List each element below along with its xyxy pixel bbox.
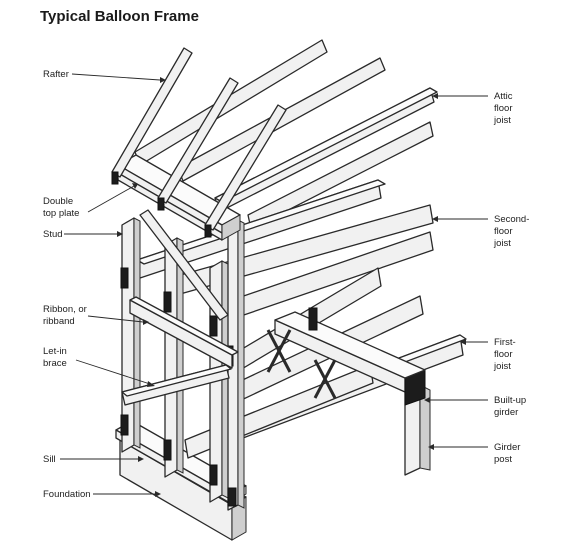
svg-text:floor: floor: [494, 226, 512, 237]
svg-text:Stud: Stud: [43, 229, 63, 240]
svg-text:Built-up: Built-up: [494, 395, 526, 406]
label-sill: Sill: [43, 454, 144, 465]
svg-text:floor: floor: [494, 349, 512, 360]
svg-text:Ribbon, or: Ribbon, or: [43, 304, 87, 315]
label-double-top-plate: Double top plate: [43, 183, 138, 219]
bridging: [266, 329, 337, 399]
svg-text:joist: joist: [493, 238, 511, 249]
svg-text:Double: Double: [43, 196, 73, 207]
svg-text:girder: girder: [494, 407, 518, 418]
label-ribbon: Ribbon, or ribband: [43, 304, 149, 327]
label-attic-floor-joist: Attic floor joist: [432, 91, 513, 126]
ribbon: [129, 296, 239, 369]
svg-text:floor: floor: [494, 103, 512, 114]
attic-floor-joists: [214, 87, 438, 230]
let-in-brace: [121, 364, 232, 406]
double-top-plate: [117, 154, 241, 241]
label-stud: Stud: [43, 229, 123, 240]
label-foundation: Foundation: [43, 489, 161, 500]
label-built-up-girder: Built-up girder: [424, 395, 526, 418]
svg-text:First-: First-: [494, 337, 516, 348]
svg-text:Let-in: Let-in: [43, 346, 67, 357]
label-girder-post: Girder post: [428, 442, 520, 465]
label-let-in-brace: Let-in brace: [43, 346, 155, 387]
label-rafter: Rafter: [43, 69, 166, 83]
svg-text:joist: joist: [493, 361, 511, 372]
let-in-brace-diagonal: [139, 209, 229, 321]
svg-text:joist: joist: [493, 115, 511, 126]
svg-text:Sill: Sill: [43, 454, 56, 465]
svg-text:Foundation: Foundation: [43, 489, 91, 500]
svg-text:ribband: ribband: [43, 316, 75, 327]
label-second-floor-joist: Second- floor joist: [432, 214, 529, 249]
svg-text:Rafter: Rafter: [43, 69, 69, 80]
svg-text:top plate: top plate: [43, 208, 79, 219]
svg-text:Attic: Attic: [494, 91, 513, 102]
rafters-front: [111, 47, 287, 238]
svg-text:post: post: [494, 454, 512, 465]
rafters-back: [134, 39, 386, 182]
svg-text:brace: brace: [43, 358, 67, 369]
diagram-title: Typical Balloon Frame: [40, 8, 199, 25]
label-first-floor-joist: First- floor joist: [460, 337, 516, 372]
svg-text:Second-: Second-: [494, 214, 529, 225]
svg-text:Girder: Girder: [494, 442, 520, 453]
